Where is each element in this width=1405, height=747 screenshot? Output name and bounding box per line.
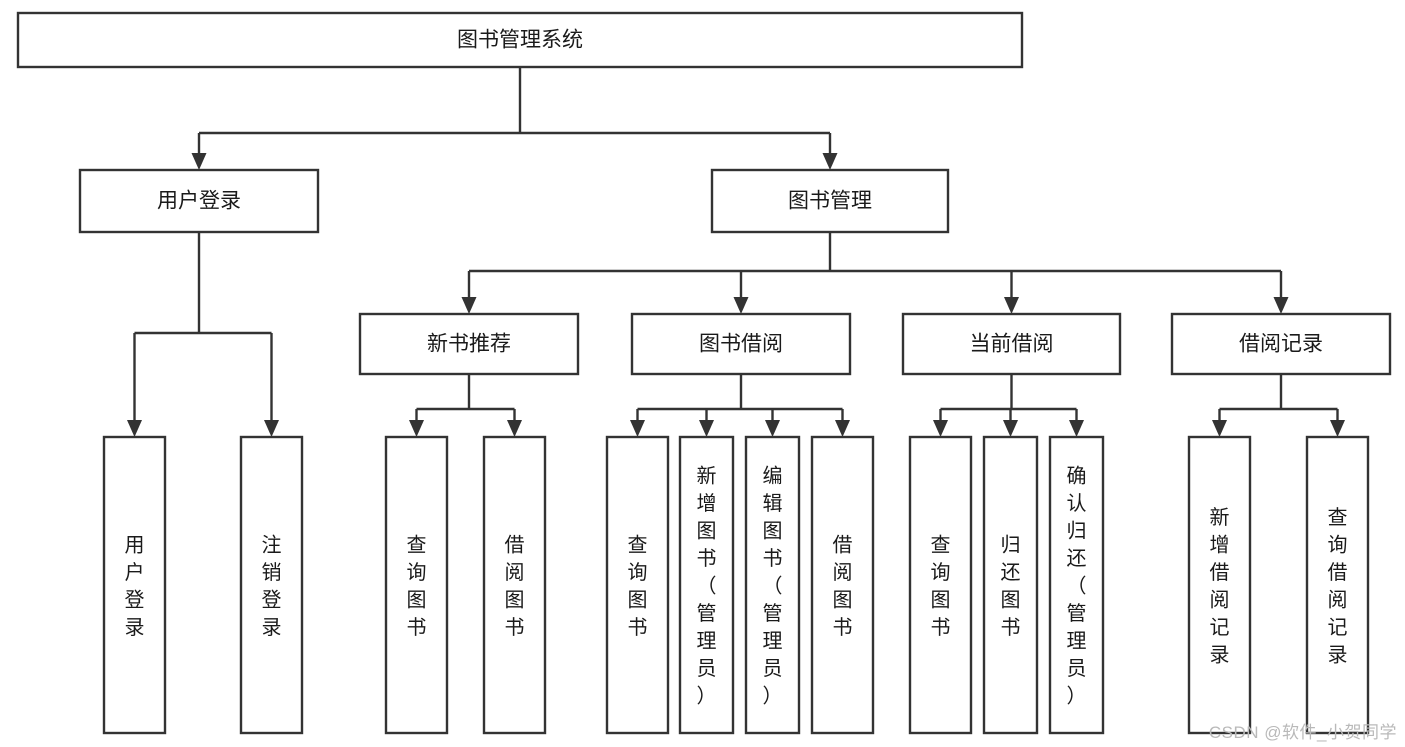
leaf-node-4[interactable]: 查询图书 xyxy=(605,435,670,735)
level3-node-2[interactable]: 当前借阅 xyxy=(901,312,1122,376)
leaf-node-10-label: 确认归还（管理员） xyxy=(1067,465,1087,708)
leaf-node-2-label: 查询图书 xyxy=(407,533,427,639)
arrow-head-icon xyxy=(933,420,948,437)
arrow-head-icon xyxy=(835,420,850,437)
arrow-head-icon xyxy=(507,420,522,437)
level3-node-0-rect[interactable] xyxy=(358,312,580,376)
leaf-node-5[interactable]: 新增图书（管理员） xyxy=(678,435,735,735)
level2-node-1-label: 图书管理 xyxy=(788,190,872,213)
arrow-head-icon xyxy=(1212,420,1227,437)
root-node-book-management-system-label: 图书管理系统 xyxy=(457,29,583,52)
leaf-node-8-rect[interactable] xyxy=(908,435,973,735)
level2-node-0-label: 用户登录 xyxy=(157,190,241,213)
leaf-node-5-rect[interactable] xyxy=(678,435,735,735)
arrow-head-icon xyxy=(822,153,838,170)
level3-node-3[interactable]: 借阅记录 xyxy=(1170,312,1392,376)
level3-node-3-label: 借阅记录 xyxy=(1239,333,1323,356)
leaf-node-7-label: 借阅图书 xyxy=(833,533,853,639)
level3-node-0-label: 新书推荐 xyxy=(427,333,511,356)
arrow-head-icon xyxy=(1330,420,1345,437)
arrow-head-icon xyxy=(630,420,645,437)
leaf-node-2-rect[interactable] xyxy=(384,435,449,735)
leaf-node-3[interactable]: 借阅图书 xyxy=(482,435,547,735)
leaf-node-12-label: 查询借阅记录 xyxy=(1328,506,1348,667)
root-node-book-management-system-rect[interactable] xyxy=(16,11,1024,69)
leaf-node-6-label: 编辑图书（管理员） xyxy=(763,465,783,708)
leaf-node-11[interactable]: 新增借阅记录 xyxy=(1187,435,1252,735)
leaf-node-7[interactable]: 借阅图书 xyxy=(810,435,875,735)
arrow-head-icon xyxy=(765,420,780,437)
leaf-node-1-rect[interactable] xyxy=(239,435,304,735)
leaf-node-9-rect[interactable] xyxy=(982,435,1039,735)
leaf-node-4-label: 查询图书 xyxy=(628,533,648,639)
leaf-node-3-rect[interactable] xyxy=(482,435,547,735)
arrow-head-icon xyxy=(733,297,749,314)
root-node-book-management-system[interactable]: 图书管理系统 xyxy=(16,11,1024,69)
leaf-node-3-label: 借阅图书 xyxy=(505,533,525,639)
arrow-head-icon xyxy=(699,420,714,437)
arrow-head-icon xyxy=(1003,420,1018,437)
leaf-node-0-rect[interactable] xyxy=(102,435,167,735)
level2-node-1[interactable]: 图书管理 xyxy=(710,168,950,234)
leaf-node-9[interactable]: 归还图书 xyxy=(982,435,1039,735)
arrow-head-icon xyxy=(1273,297,1289,314)
level3-node-3-rect[interactable] xyxy=(1170,312,1392,376)
leaf-node-4-rect[interactable] xyxy=(605,435,670,735)
leaf-node-1-label: 注销登录 xyxy=(262,533,282,639)
level2-node-0-rect[interactable] xyxy=(78,168,320,234)
leaf-node-12-rect[interactable] xyxy=(1305,435,1370,735)
arrow-head-icon xyxy=(264,420,279,437)
arrow-head-icon xyxy=(461,297,477,314)
leaf-node-1[interactable]: 注销登录 xyxy=(239,435,304,735)
level3-node-1-label: 图书借阅 xyxy=(699,333,783,356)
leaf-node-0-label: 用户登录 xyxy=(125,534,145,639)
arrow-head-icon xyxy=(1069,420,1084,437)
arrow-head-icon xyxy=(127,420,142,437)
leaf-node-8-label: 查询图书 xyxy=(931,533,951,639)
leaf-node-6[interactable]: 编辑图书（管理员） xyxy=(744,435,801,735)
level3-node-2-rect[interactable] xyxy=(901,312,1122,376)
connector-edges xyxy=(127,67,1345,437)
level3-node-0[interactable]: 新书推荐 xyxy=(358,312,580,376)
level2-node-1-rect[interactable] xyxy=(710,168,950,234)
leaf-node-12[interactable]: 查询借阅记录 xyxy=(1305,435,1370,735)
arrow-head-icon xyxy=(191,153,207,170)
node-boxes: 图书管理系统用户登录图书管理新书推荐图书借阅当前借阅借阅记录用户登录注销登录查询… xyxy=(16,11,1392,735)
leaf-node-2[interactable]: 查询图书 xyxy=(384,435,449,735)
level3-node-1-rect[interactable] xyxy=(630,312,852,376)
leaf-node-8[interactable]: 查询图书 xyxy=(908,435,973,735)
leaf-node-5-label: 新增图书（管理员） xyxy=(697,465,717,708)
leaf-node-6-rect[interactable] xyxy=(744,435,801,735)
leaf-node-11-label: 新增借阅记录 xyxy=(1210,506,1230,667)
leaf-node-10-rect[interactable] xyxy=(1048,435,1105,735)
arrow-head-icon xyxy=(1004,297,1019,314)
leaf-node-10[interactable]: 确认归还（管理员） xyxy=(1048,435,1105,735)
level2-node-0[interactable]: 用户登录 xyxy=(78,168,320,234)
leaf-node-7-rect[interactable] xyxy=(810,435,875,735)
leaf-node-0[interactable]: 用户登录 xyxy=(102,435,167,735)
level3-node-2-label: 当前借阅 xyxy=(970,333,1054,356)
leaf-node-11-rect[interactable] xyxy=(1187,435,1252,735)
leaf-node-9-label: 归还图书 xyxy=(1001,533,1021,639)
arrow-head-icon xyxy=(409,420,424,437)
level3-node-1[interactable]: 图书借阅 xyxy=(630,312,852,376)
